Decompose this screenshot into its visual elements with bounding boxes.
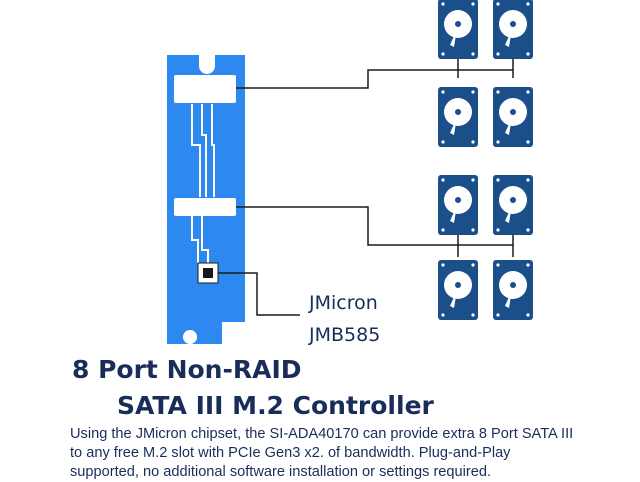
- description-line-1: Using the JMicron chipset, the SI-ADA401…: [70, 426, 574, 442]
- description-line-2: to any free M.2 slot with PCIe Gen3 x2. …: [70, 445, 511, 461]
- port-connector-top: [174, 75, 236, 103]
- chip-model-label: JMB585: [309, 324, 381, 346]
- hard-drive-icon: [493, 87, 533, 147]
- headline-line-2: SATA III M.2 Controller: [117, 391, 434, 420]
- description-line-3: supported, no additional software instal…: [70, 464, 492, 480]
- hard-drive-icon: [493, 260, 533, 320]
- headline-line-1: 8 Port Non-RAID: [72, 355, 302, 384]
- cable-lines: [218, 58, 514, 316]
- hard-drive-icon: [438, 0, 478, 59]
- hard-drive-icon: [493, 175, 533, 235]
- port-connector-bottom: [174, 198, 236, 216]
- board-traces: [191, 104, 215, 263]
- upper-drive-group: [438, 0, 533, 147]
- lower-drive-group: [438, 175, 533, 320]
- chip-name-label: JMicron: [309, 292, 378, 314]
- hard-drive-icon: [438, 260, 478, 320]
- hard-drive-icon: [438, 87, 478, 147]
- hard-drive-icon: [493, 0, 533, 59]
- hard-drive-icon: [438, 175, 478, 235]
- jmicron-chip: [197, 262, 219, 284]
